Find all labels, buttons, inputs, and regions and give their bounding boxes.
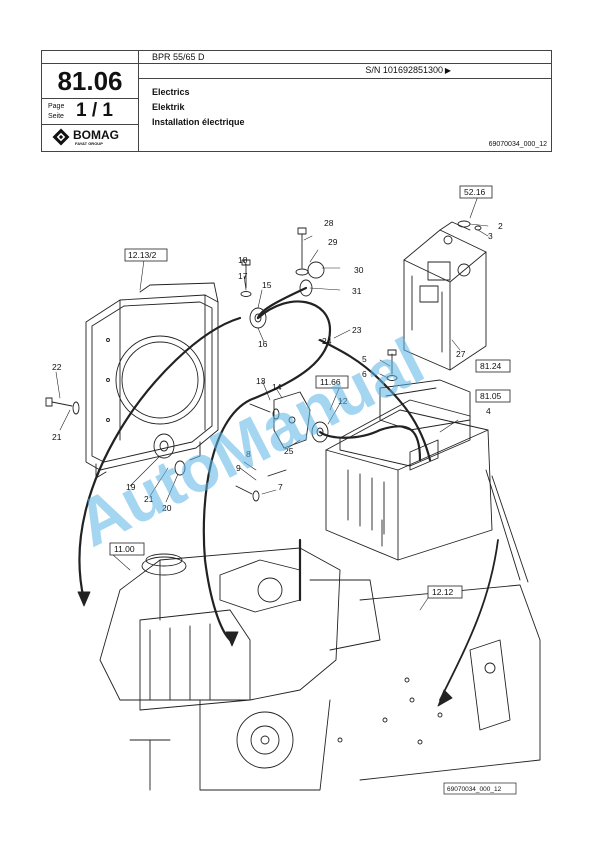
header-divider [138,51,139,151]
serial-arrow-icon: ▶ [444,66,451,75]
ref-box [427,585,463,599]
document-number: 69070034_000_12 [488,141,547,148]
header-rule [138,78,551,79]
image-reference: 69070034_000_12 [447,786,502,793]
battery-drawing [325,399,529,583]
leader-lines [55,195,489,611]
callout: 9 [236,463,241,473]
title-german: Elektrik [152,102,185,112]
reference-box-labels: 52.16 12.13/2 11.66 81.24 81.05 11.00 12… [114,187,502,597]
reference-boxes [109,185,511,599]
exploded-view-drawing: 52.16 12.13/2 11.66 81.24 81.05 11.00 12… [45,185,541,795]
callout: 15 [262,280,272,290]
callout: 24 [322,336,332,346]
ref-box [315,375,349,389]
callout: 22 [52,362,62,372]
install-arrows-drawing [77,539,499,707]
title-english: Electrics [152,87,190,97]
callout: 20 [162,503,172,513]
title-french: Installation électrique [152,117,245,127]
callout: 5 [362,354,367,364]
serial-number: S/N 101692851300 [365,65,443,75]
callout: 3 [488,231,493,241]
ref-box [475,359,511,373]
callout: 7 [278,482,283,492]
ref-label: 81.05 [480,391,502,401]
callout: 28 [324,218,334,228]
ref-label: 11.00 [114,544,135,554]
callout: 6 [362,369,367,379]
header-rule [138,63,551,64]
frame-plate-drawing [337,584,541,781]
callout: 31 [352,286,362,296]
callout: 17 [238,271,248,281]
page-label: Page [48,103,65,110]
bomag-diamond-icon [52,128,70,146]
header-block: BPR 55/65 D S/N 101692851300 ▶ 81.06 Pag… [41,50,552,152]
callout: 4 [486,406,491,416]
callout: 30 [354,265,364,275]
callout: 16 [258,339,268,349]
logo-brand: BOMAG [73,128,119,142]
header-rule [42,63,138,64]
header-rule [42,124,138,125]
relay-box-drawing [403,221,487,371]
ref-label: 12.12 [432,587,454,597]
image-reference-box [443,782,517,795]
bomag-logo: BOMAG FAYAT GROUP [52,128,132,150]
machine-model: BPR 55/65 D [152,52,205,62]
ref-box [475,389,511,403]
page-number: 1 / 1 [76,100,113,121]
callout: 12 [338,396,348,406]
ref-label: 81.24 [480,361,502,371]
callout-numbers: 2 3 4 5 6 7 8 9 12 13 14 15 16 17 18 19 … [52,218,503,513]
callout: 27 [456,349,466,359]
mounting-bracket-drawing [273,391,311,449]
callout: 18 [238,255,248,265]
callout: 25 [284,446,294,456]
header-rule [42,98,138,99]
callout: 23 [352,325,362,335]
ref-box [124,248,168,262]
callout: 19 [126,482,136,492]
callout: 29 [328,237,338,247]
callout: 13 [256,376,266,386]
ref-label: 52.16 [464,187,486,197]
callout: 21 [144,494,154,504]
section-number: 81.06 [57,66,123,96]
callout: 21 [52,432,62,442]
callout: 2 [498,221,503,231]
callout: 14 [272,382,282,392]
ref-label: 11.66 [320,377,341,387]
seite-label: Seite [48,113,64,120]
ref-box [459,185,493,199]
fasteners-drawing [45,220,482,502]
cable-harness-drawing [78,286,432,642]
callout: 8 [246,449,251,459]
ref-label: 12.13/2 [128,250,157,260]
ref-box [109,542,145,556]
logo-subtitle: FAYAT GROUP [75,141,103,146]
engine-drawing [99,547,381,791]
